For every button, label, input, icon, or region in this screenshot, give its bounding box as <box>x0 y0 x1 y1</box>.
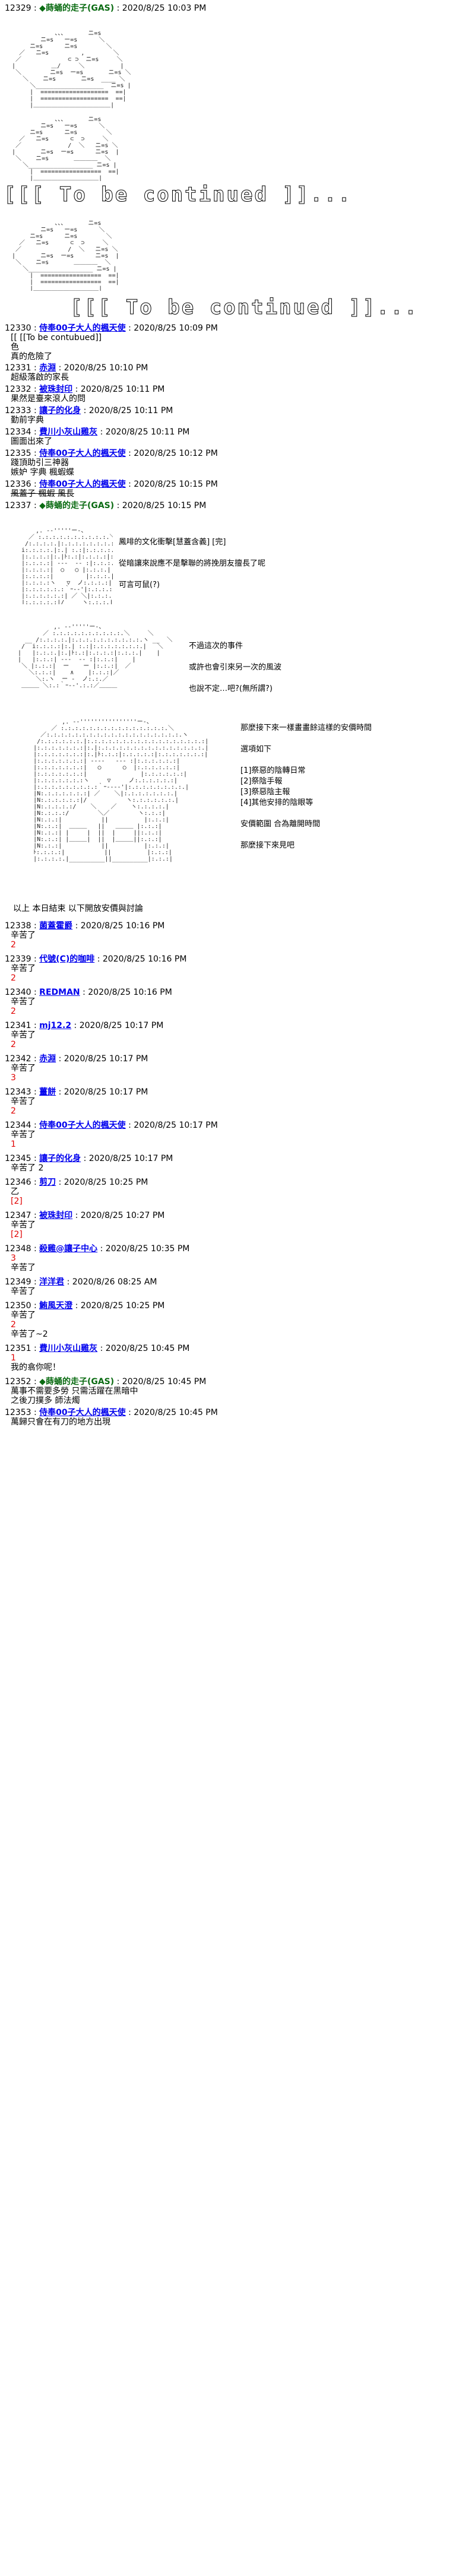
post-12352: 12352 : ◆蒔蛹的走子(GAS) : 2020/8/25 10:45 PM… <box>5 1377 207 1406</box>
to-be-continued-banner: [[[ To be continued ]]... <box>70 296 419 320</box>
ascii-art-book: 、、、 ニ=s ニ=s ー=s ＼ ニ=s ニ=s ＼ ／ ニ=s ⊂ ⊃ ＼ … <box>12 220 119 291</box>
ascii-art-character: ,. -‐''''''''''''''''ー-、 ／ :.:.:.:.:.:.:… <box>33 719 209 862</box>
poster-link[interactable]: 被珠封印 <box>39 385 73 394</box>
poster-link[interactable]: 赤淵 <box>39 1054 56 1064</box>
poster-link[interactable]: 侍奉00子大人的楓天使 <box>39 449 126 458</box>
post-12339: 12339 : 代號(C)的咖啡 : 2020/8/25 10:16 PM 辛苦… <box>5 954 187 983</box>
poster-link[interactable]: 被珠封印 <box>39 1211 73 1220</box>
ascii-art-book: 、、、 ニ=s ニ=s ー=s ＼ ニ=s ニ=s ＼ ／ ニ=s ⊂ ⊃ ＼ … <box>12 116 119 181</box>
poster-link[interactable]: 洋洋君 <box>39 1277 65 1287</box>
post-12333: 12333 : 讓子的化身 : 2020/8/25 10:11 PM 勤前字典 <box>5 406 173 425</box>
poster-link[interactable]: 侍奉00子大人的楓天使 <box>39 323 126 333</box>
ascii-art-book: 、、、 ニ=s ニ=s ー=s ＼ ニ=s ニ=s ＼ ／ ニ=s , ＼ ／ … <box>12 30 131 109</box>
poster-link[interactable]: 剪刀 <box>39 1178 56 1187</box>
poster-link[interactable]: 讓子的化身 <box>39 406 81 415</box>
post-12353: 12353 : 侍奉00子大人的楓天使 : 2020/8/25 10:45 PM… <box>5 1408 218 1427</box>
ascii-art-character: ,. -‐'''''ー-、 ／ :.:.:.:.:.:.:.:.:.:.＼ /:… <box>21 528 113 604</box>
poster-link[interactable]: 侍奉00子大人的楓天使 <box>39 1408 126 1417</box>
poster-link[interactable]: REDMAN <box>39 988 80 997</box>
post-12337: 12337 : ◆蒔蛹的走子(GAS) : 2020/8/25 10:15 PM <box>5 501 207 510</box>
post-12345: 12345 : 讓子的化身 : 2020/8/25 10:17 PM 辛苦了 2 <box>5 1154 173 1173</box>
post-12344: 12344 : 侍奉00子大人的楓天使 : 2020/8/25 10:17 PM… <box>5 1121 218 1149</box>
closing-note: 以上 本日結束 以下開放安價與討論 <box>13 904 143 913</box>
side-text-2: 不過這次的事件 或許也會引來另一次的風波 也說不定…吧?(無所謂?) <box>189 642 282 693</box>
post-12347: 12347 : 被珠封印 : 2020/8/25 10:27 PM 辛苦了[2] <box>5 1211 165 1239</box>
post-12330: 12330 : 侍奉00子大人的楓天使 : 2020/8/25 10:09 PM… <box>5 323 218 361</box>
post-12334: 12334 : 費川小灰山雞灰 : 2020/8/25 10:11 PM 圖面出… <box>5 427 190 446</box>
post-12332: 12332 : 被珠封印 : 2020/8/25 10:11 PM 果然是臺來滾… <box>5 385 165 404</box>
poster-link[interactable]: 侍奉00子大人的楓天使 <box>39 480 126 489</box>
to-be-continued-banner: [[[ To be continued ]]... <box>4 183 352 207</box>
poster-link[interactable]: 殺雞@讓子中心 <box>39 1244 98 1254</box>
ascii-art-character: ,. -‐'''''ー-、 ／ :.:.:.:.:.:.:.:.:.:.＼ ＼ … <box>18 624 172 689</box>
poster-link[interactable]: 鮪風天澄 <box>39 1301 73 1311</box>
poster-link[interactable]: 讓子的化身 <box>39 1154 81 1163</box>
side-text-3: 那麼接下來一樣畫畫餘這樣的安價時間 選項如下 [1]祭惡的陰轉日常 [2]祭陰手… <box>240 724 372 850</box>
post-header: 12329 : ◆蒔蛹的走子(GAS) : 2020/8/25 10:03 PM <box>5 4 207 13</box>
post-12349: 12349 : 洋洋君 : 2020/8/26 08:25 AM 辛苦了 <box>5 1277 157 1296</box>
post-12331: 12331 : 赤淵 : 2020/8/25 10:10 PM 超級落啟的家長 <box>5 363 148 382</box>
poster-link[interactable]: 菌蓋霍爵 <box>39 921 73 931</box>
poster-link[interactable]: 代號(C)的咖啡 <box>39 954 95 964</box>
post-12335: 12335 : 侍奉00子大人的楓天使 : 2020/8/25 10:12 PM… <box>5 449 218 477</box>
poster-link[interactable]: 費川小灰山雞灰 <box>39 427 98 437</box>
poster-link[interactable]: mj12.2 <box>39 1021 72 1030</box>
post-12336: 12336 : 侍奉00子大人的楓天使 : 2020/8/25 10:15 PM… <box>5 480 218 499</box>
post-12346: 12346 : 剪刀 : 2020/8/25 10:25 PM 乙[2] <box>5 1178 148 1206</box>
poster-link[interactable]: 侍奉00子大人的楓天使 <box>39 1121 126 1130</box>
poster-link[interactable]: 費川小灰山雞灰 <box>39 1344 98 1353</box>
side-text-1: 鳳啡的文化衝擊[慧蓋含義] [完] 從暗讓來說應不是擊聯的將挽朋友擅長了呢 可言… <box>119 538 266 589</box>
poster-link[interactable]: 薑餅 <box>39 1087 56 1097</box>
poster-link[interactable]: 赤淵 <box>39 363 56 373</box>
